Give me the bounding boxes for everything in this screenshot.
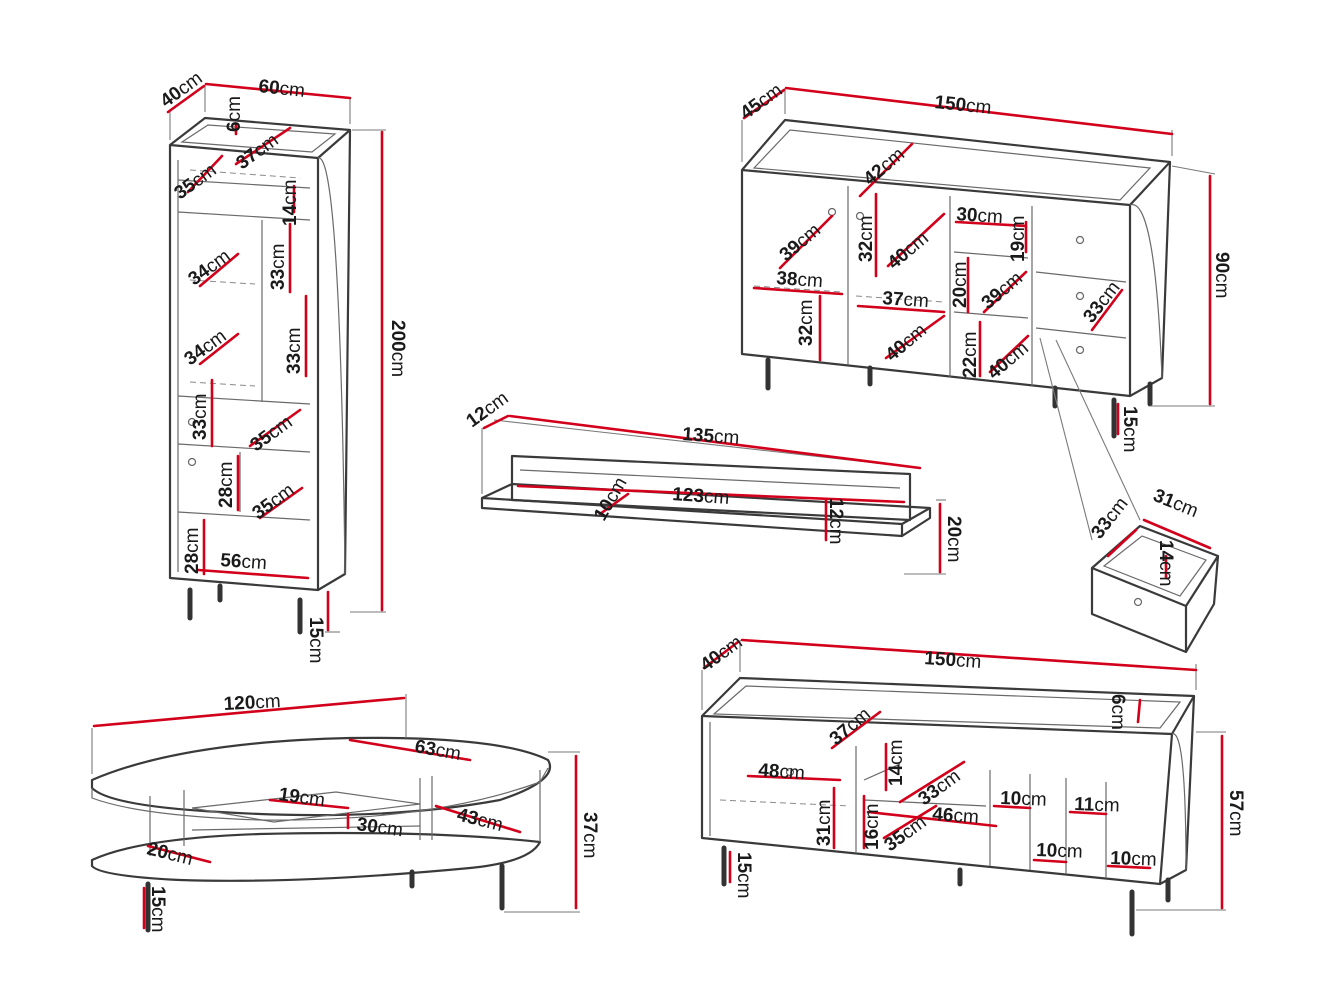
tall-cabinet-inner-10: 28cm bbox=[216, 462, 237, 508]
tall-cabinet-inner-6: 34cm bbox=[181, 326, 231, 370]
sideboard-depth-label: 45cm bbox=[737, 80, 787, 124]
tv-stand-inner-5: 31cm bbox=[814, 800, 835, 846]
tall-cabinet-inner-5: 33cm bbox=[268, 244, 289, 290]
sideboard-inner-2: 19cm bbox=[1008, 216, 1029, 262]
sideboard-inner-8: 20cm bbox=[950, 262, 971, 308]
sideboard-inner-5: 40cm bbox=[884, 228, 933, 274]
tv-stand-inner-12: 10cm bbox=[1110, 848, 1157, 871]
tall-cabinet-inner-8: 33cm bbox=[190, 394, 211, 440]
tall-cabinet-height-label: 200cm bbox=[387, 320, 408, 377]
coffee-table-inner-3: 43cm bbox=[455, 804, 505, 836]
tall-cabinet-labels: 40cm 60cm 200cm 15cm 6cm 37cm 35cm 14cm … bbox=[157, 68, 408, 664]
coffee-table-width-label: 120cm bbox=[223, 691, 281, 715]
sideboard-inner-6: 38cm bbox=[776, 268, 824, 292]
sideboard-inner-4: 32cm bbox=[856, 216, 877, 262]
tall-cabinet-drawing bbox=[166, 82, 386, 635]
sideboard-height-label: 90cm bbox=[1211, 252, 1232, 298]
tv-stand-legs-label: 15cm bbox=[733, 852, 754, 898]
tv-stand-inner-11: 10cm bbox=[1036, 840, 1083, 863]
wall-shelf-height-label: 20cm bbox=[943, 516, 964, 562]
tall-cabinet-legs-label: 15cm bbox=[305, 617, 326, 663]
sideboard-inner-3: 39cm bbox=[776, 220, 825, 266]
sideboard-inner-13: 22cm bbox=[960, 332, 981, 378]
tv-stand-depth-label: 40cm bbox=[697, 632, 747, 676]
tall-cabinet-inner-1: 37cm bbox=[233, 130, 283, 174]
coffee-table-legs-label: 15cm bbox=[147, 886, 168, 932]
tall-cabinet-inner-3: 14cm bbox=[280, 180, 301, 226]
tall-cabinet-width-label: 60cm bbox=[257, 76, 305, 102]
sideboard-inner-10: 33cm bbox=[1079, 278, 1124, 328]
tall-cabinet-inner-13: 56cm bbox=[220, 550, 268, 574]
tv-stand-inner-0: 6cm bbox=[1107, 694, 1128, 730]
tv-stand-inner-10: 11cm bbox=[1074, 794, 1120, 817]
sideboard-labels: 45cm 150cm 90cm 15cm 42cm 30cm 19cm 39cm… bbox=[737, 80, 1232, 453]
tv-stand-drawing bbox=[700, 638, 1226, 937]
coffee-table-inner-1: 19cm bbox=[277, 784, 326, 811]
tv-stand-inner-1: 37cm bbox=[826, 704, 875, 750]
coffee-table-drawing bbox=[90, 694, 580, 933]
drawer-depth-label: 33cm bbox=[1087, 494, 1132, 544]
sideboard-inner-11: 32cm bbox=[796, 300, 817, 346]
coffee-table-inner-2: 30cm bbox=[355, 814, 404, 841]
sideboard-inner-9: 39cm bbox=[978, 268, 1027, 314]
coffee-table-labels: 120cm 37cm 15cm 63cm 19cm 30cm 43cm 20cm bbox=[145, 691, 600, 932]
tall-cabinet-inner-7: 33cm bbox=[284, 328, 305, 374]
sideboard-legs-label: 15cm bbox=[1119, 406, 1140, 452]
sideboard-inner-12: 40cm bbox=[882, 320, 931, 366]
drawer-drawing bbox=[1090, 518, 1220, 654]
tall-cabinet-depth-label: 40cm bbox=[157, 68, 207, 112]
tv-stand-labels: 40cm 150cm 57cm 15cm 6cm 37cm 48cm 14cm … bbox=[697, 632, 1246, 899]
tall-cabinet-inner-4: 34cm bbox=[185, 246, 235, 290]
tv-stand-height-label: 57cm bbox=[1225, 790, 1246, 836]
coffee-table-inner-0: 63cm bbox=[413, 736, 462, 765]
tv-stand-inner-7: 46cm bbox=[932, 804, 980, 828]
drawer-width-label: 31cm bbox=[1150, 485, 1201, 522]
coffee-table-height-label: 37cm bbox=[579, 812, 600, 858]
coffee-table-inner-4: 20cm bbox=[145, 838, 195, 870]
wall-shelf-inner-width-label: 123cm bbox=[672, 484, 730, 509]
tv-stand-inner-2: 48cm bbox=[758, 760, 806, 784]
sideboard-inner-14: 40cm bbox=[984, 338, 1033, 384]
tv-stand-inner-3: 14cm bbox=[886, 740, 907, 786]
sideboard-inner-7: 37cm bbox=[882, 288, 930, 312]
tall-cabinet-inner-12: 28cm bbox=[182, 528, 203, 574]
wall-shelf-width-label: 135cm bbox=[682, 424, 740, 449]
tall-cabinet-inner-0: 6cm bbox=[224, 96, 245, 132]
sideboard-drawing bbox=[740, 86, 1216, 541]
tv-stand-inner-9: 10cm bbox=[1000, 788, 1047, 811]
sideboard-inner-1: 30cm bbox=[956, 204, 1004, 228]
wall-shelf-labels: 12cm 135cm 123cm 10cm 12cm 20cm bbox=[463, 388, 964, 563]
wall-shelf-back-height-label: 12cm bbox=[825, 498, 846, 544]
sideboard-width-label: 150cm bbox=[933, 92, 992, 119]
wall-shelf-drawing bbox=[480, 414, 946, 575]
tv-stand-inner-6: 16cm bbox=[862, 804, 883, 850]
drawer-height-label: 14cm bbox=[1155, 540, 1176, 586]
tv-stand-width-label: 150cm bbox=[924, 648, 982, 673]
